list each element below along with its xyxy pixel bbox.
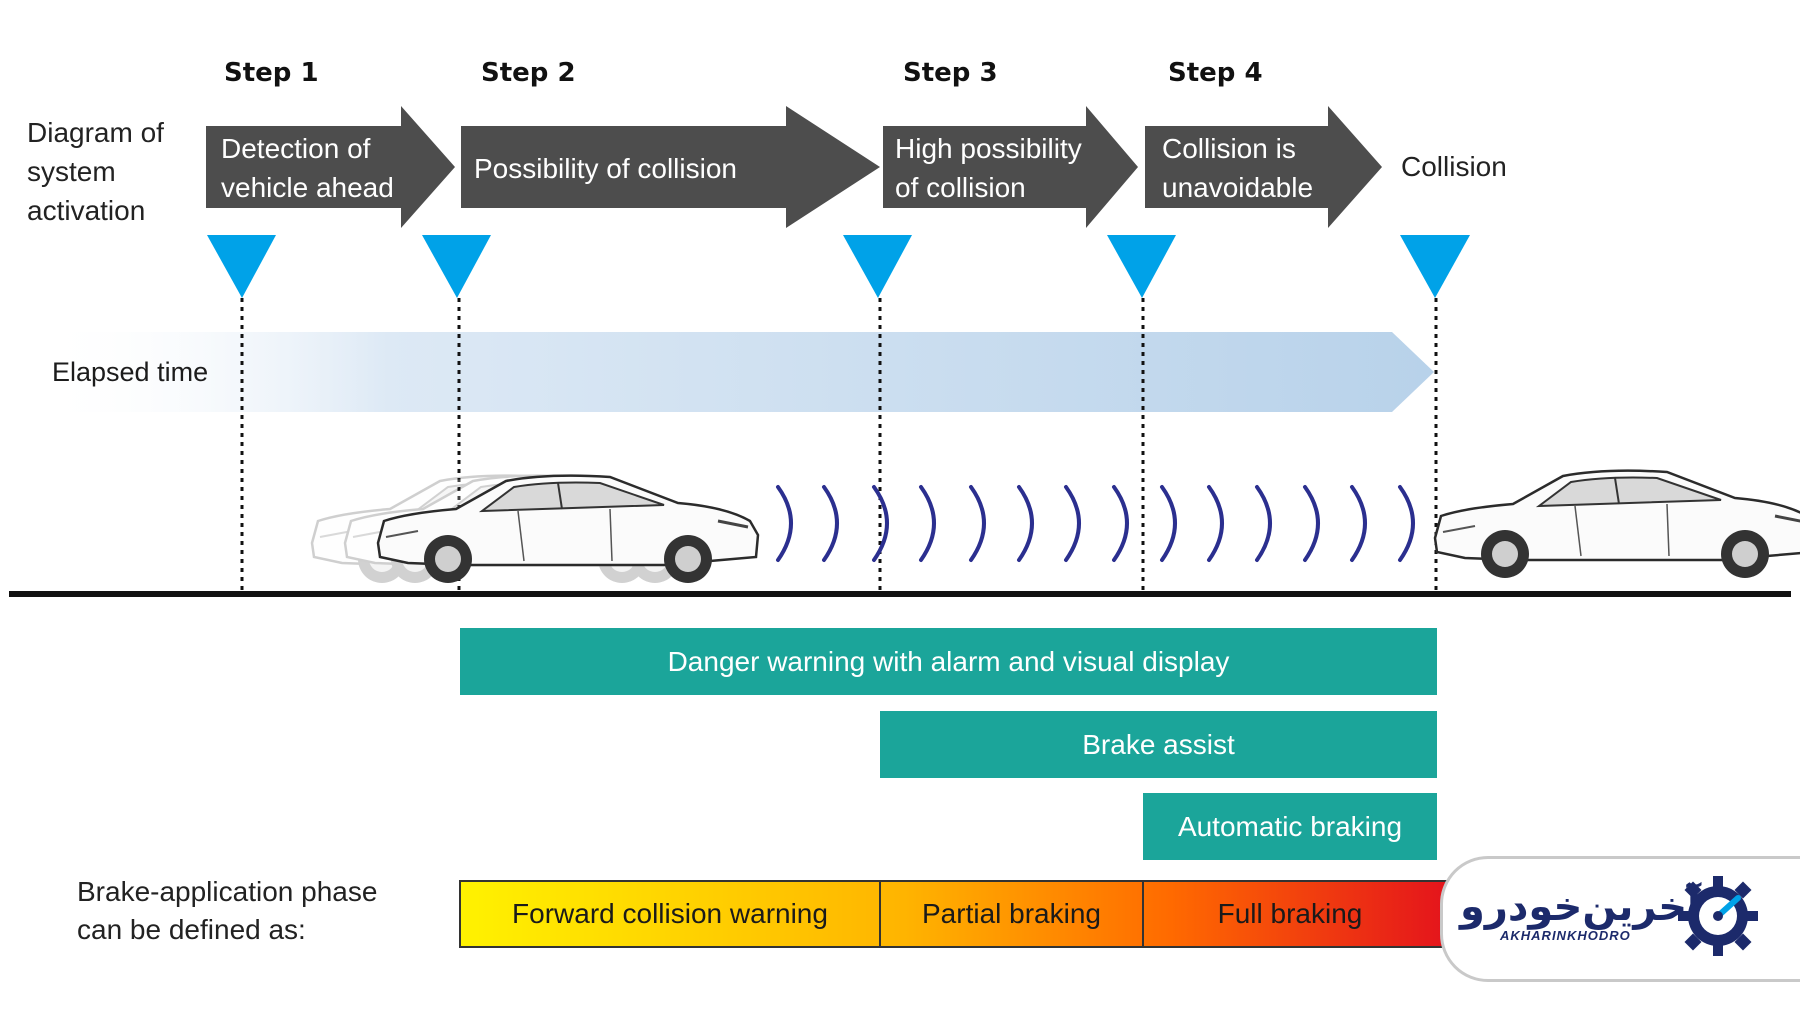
step-4-arrow — [1145, 106, 1382, 228]
marker-triangle-4 — [1107, 235, 1176, 298]
marker-triangle-3 — [843, 235, 912, 298]
car-ahead — [1433, 469, 1800, 580]
brake-phase-title: Brake-application phase can be defined a… — [77, 876, 378, 945]
radar-waves — [776, 485, 1415, 562]
step-3-arrow — [883, 106, 1138, 228]
phase-partial-braking: Partial braking — [922, 898, 1101, 929]
step-2-arrow-text: Possibility of collision — [474, 153, 737, 184]
logo-persian-text: آخرین‌خودرو — [1460, 884, 1701, 930]
ground-line — [9, 591, 1791, 597]
danger-warning-bar: Danger warning with alarm and visual dis… — [460, 628, 1437, 695]
elapsed-time-label: Elapsed time — [52, 357, 209, 387]
step-1-label: Step 1 — [224, 58, 319, 88]
marker-triangle-5 — [1400, 235, 1470, 298]
step-2-arrow — [461, 106, 880, 228]
gear-speedometer-icon — [1678, 876, 1758, 956]
step-1-arrow-text: Detection of vehicle ahead — [221, 133, 394, 203]
brake-phase-bar — [459, 880, 1448, 948]
marker-triangle-1 — [207, 235, 276, 298]
phase-forward-collision-warning: Forward collision warning — [512, 898, 828, 929]
marker-triangle-2 — [422, 235, 491, 298]
step-3-label: Step 3 — [903, 58, 998, 88]
step-2-label: Step 2 — [481, 58, 576, 88]
phase-full-braking: Full braking — [1217, 898, 1363, 929]
step-4-arrow-text: Collision is unavoidable — [1162, 133, 1314, 203]
step-1-arrow — [206, 106, 455, 228]
collision-label: Collision — [1401, 151, 1507, 182]
watermark-logo — [1440, 856, 1800, 982]
step-3-arrow-text: High possibility of collision — [895, 133, 1082, 203]
step-4-label: Step 4 — [1168, 58, 1263, 88]
brake-assist-bar: Brake assist — [880, 711, 1437, 778]
automatic-braking-bar: Automatic braking — [1143, 793, 1437, 860]
diagram-title: Diagram of system activation — [27, 117, 164, 226]
logo-english-text: AKHARINKHODRO — [1500, 928, 1631, 943]
elapsed-time-arrow — [38, 332, 1434, 412]
